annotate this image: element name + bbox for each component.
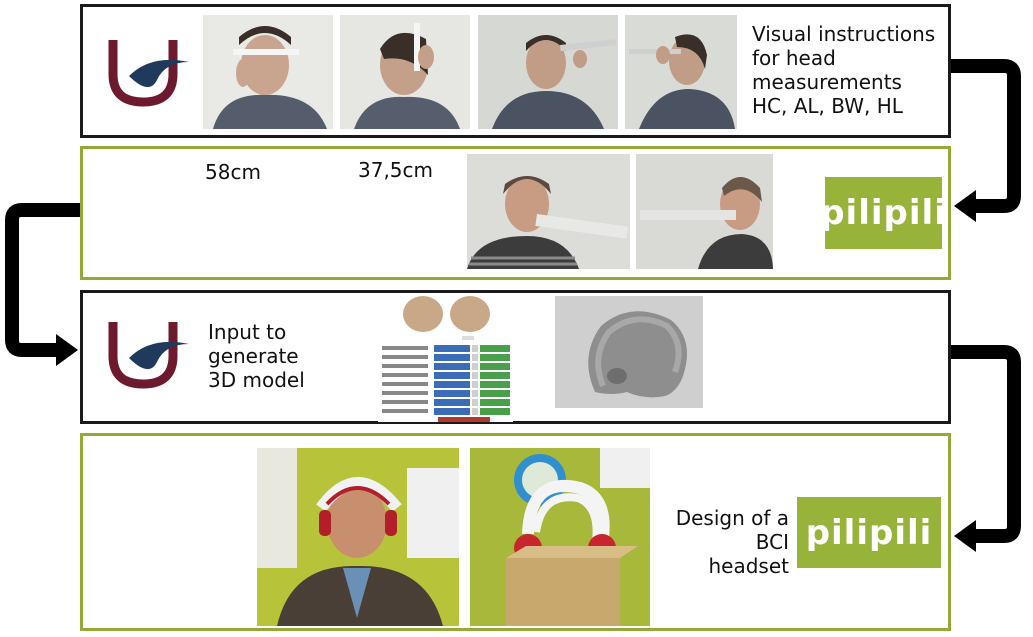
measurement-photo-1: [203, 15, 333, 129]
arrow-3-head: [954, 520, 976, 552]
pilipili-logo-text: pilipili: [805, 512, 933, 553]
arrow-3-connector: [951, 345, 1021, 543]
3d-head-model-render: [555, 296, 703, 408]
design-text: Design of a BCI headset: [669, 506, 789, 578]
arrow-2-connector: [5, 203, 80, 357]
measurement-photo-4: [625, 15, 737, 129]
instructions-line: for head: [752, 46, 836, 70]
measurement-photo-2: [340, 15, 470, 129]
design-line: Design of a: [675, 506, 789, 530]
instructions-line: measurements: [752, 70, 902, 94]
instructions-line: Visual instructions: [752, 22, 936, 46]
instructions-text: Visual instructions for head measurement…: [752, 22, 947, 118]
arrow-1-connector: [951, 59, 1021, 213]
form-rows: [382, 345, 510, 415]
panel-3d-model: [80, 290, 951, 424]
ruler-photo-side: [636, 154, 773, 269]
instructions-line: HC, AL, BW, HL: [752, 94, 903, 118]
ruler-photo-front: [467, 154, 630, 269]
input-line: 3D model: [208, 368, 305, 392]
university-logo: [108, 40, 189, 107]
input-line: generate: [208, 344, 299, 368]
arc-length-value: 37,5cm: [358, 158, 434, 182]
design-line: BCI headset: [708, 530, 790, 578]
arrow-1-head: [954, 190, 976, 222]
measurement-photo-3: [478, 15, 618, 129]
measurement-form-screenshot: [378, 294, 513, 422]
pilipili-logo: pilipili: [797, 497, 941, 568]
pilipili-logo: pilipili: [820, 177, 946, 249]
headset-wearer-photo: [257, 448, 459, 626]
university-logo: [108, 322, 189, 389]
arrow-2-head: [56, 334, 78, 366]
headset-prototype-photo: [470, 448, 650, 626]
pilipili-logo-text: pilipili: [820, 193, 947, 233]
head-circumference-value: 58cm: [205, 160, 261, 184]
input-line: Input to: [208, 320, 287, 344]
input-model-text: Input to generate 3D model: [208, 320, 348, 392]
